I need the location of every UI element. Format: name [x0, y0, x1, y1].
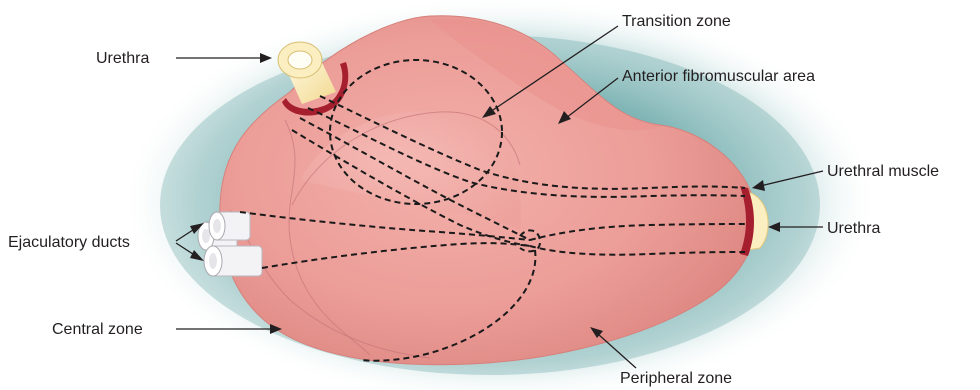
urethral-muscle-text: Urethral muscle [827, 163, 939, 180]
anterior-fibromuscular-text: Anterior fibromuscular area [622, 68, 815, 85]
transition-zone-text: Transition zone [622, 13, 731, 30]
central-zone-text: Central zone [52, 321, 143, 338]
urethra-top-text: Urethra [96, 50, 149, 67]
ejaculatory-ducts-text: Ejaculatory ducts [8, 234, 130, 251]
peripheral-zone-text: Peripheral zone [620, 370, 732, 387]
urethra-right-text: Urethra [827, 220, 880, 237]
